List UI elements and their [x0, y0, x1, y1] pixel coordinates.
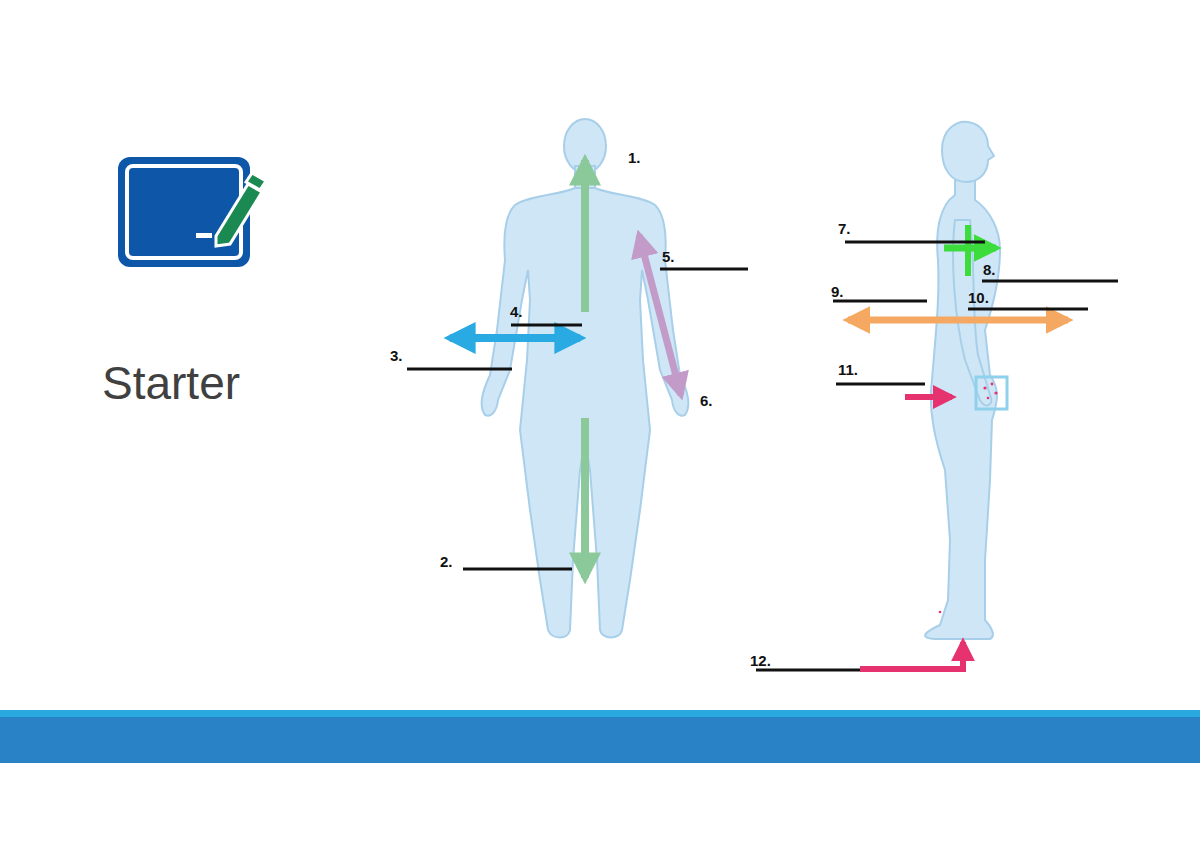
answer-line — [463, 568, 572, 571]
answer-line — [982, 280, 1118, 283]
superficial-arrow — [944, 245, 996, 252]
whiteboard-icon — [118, 157, 266, 267]
answer-line — [407, 368, 512, 371]
footer-stripe — [0, 710, 1200, 717]
direction-arrows — [450, 160, 1068, 669]
callout-number: 10. — [968, 289, 989, 307]
proximal-distal-arrow — [639, 235, 681, 395]
callout-number: 2. — [440, 553, 453, 571]
medial-lateral-arrow — [450, 334, 580, 342]
side-body-figure — [925, 122, 1000, 639]
anterior-posterior-arrow — [848, 317, 1068, 324]
slide-title: Starter — [102, 356, 240, 410]
superior-arrow — [581, 160, 589, 312]
answer-line — [836, 383, 925, 386]
callout-number: 6. — [700, 392, 713, 410]
callout-number: 12. — [750, 652, 771, 670]
callout-number: 4. — [510, 303, 523, 321]
plantar-arrow — [860, 642, 963, 669]
answer-line — [845, 241, 985, 244]
deep-arrow — [905, 394, 952, 400]
callout-number: 11. — [838, 361, 858, 379]
callout-number: 9. — [831, 283, 844, 301]
inferior-arrow — [581, 418, 589, 578]
callout-number: 3. — [390, 347, 403, 365]
callout-number: 5. — [662, 248, 675, 266]
footer-bar — [0, 717, 1200, 763]
callout-number: 8. — [983, 261, 996, 279]
answer-line — [756, 669, 860, 672]
answer-blanks — [407, 242, 1118, 670]
answer-line — [511, 324, 582, 327]
answer-line — [833, 300, 927, 303]
answer-line — [968, 308, 1088, 311]
skin-square — [939, 377, 1007, 613]
front-body-figure — [482, 119, 689, 638]
callout-number: 7. — [838, 220, 851, 238]
callout-number: 1. — [628, 149, 641, 167]
answer-line — [660, 268, 748, 271]
